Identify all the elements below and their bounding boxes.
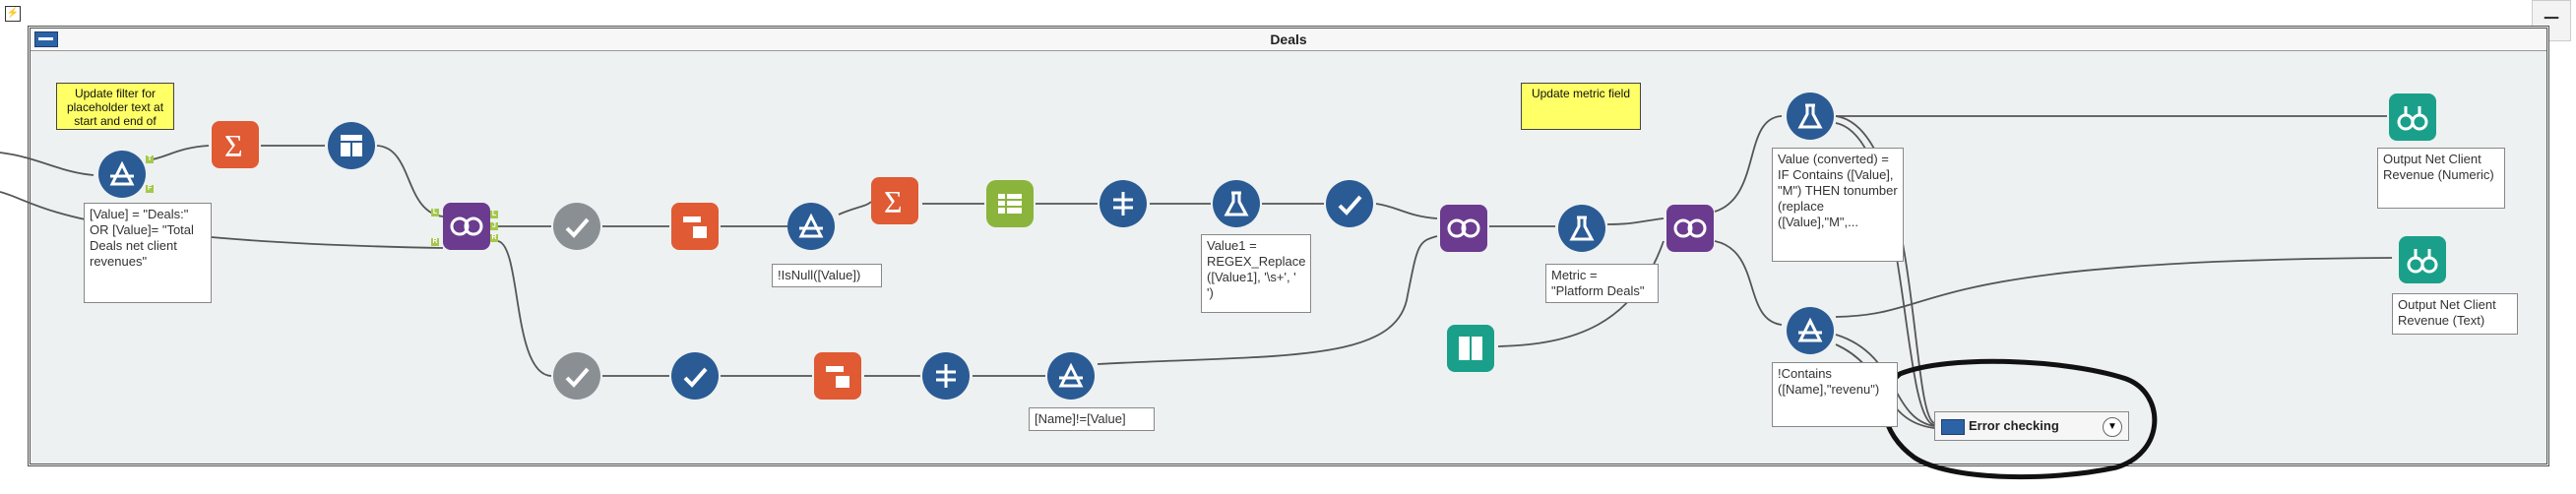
text-to-columns-tool-1[interactable] — [671, 203, 719, 250]
anchor-left[interactable]: L — [431, 209, 439, 216]
crosstab-tool[interactable] — [328, 122, 375, 169]
sample-tool-3[interactable] — [553, 352, 600, 400]
filter-icon — [798, 213, 824, 238]
select-tool-1[interactable] — [1100, 180, 1147, 227]
anchor-false[interactable]: F — [146, 185, 154, 193]
lightning-icon: ⚡ — [5, 6, 21, 22]
anchor-left-out[interactable]: L — [490, 211, 498, 218]
dropdown-icon[interactable]: ▼ — [2103, 417, 2122, 437]
text-input-tool[interactable] — [1447, 325, 1494, 372]
anchor-true[interactable]: T — [146, 155, 154, 163]
filter-tool-4[interactable] — [1787, 307, 1834, 354]
text-to-columns-tool-2[interactable] — [814, 352, 861, 400]
annotation-filter-1: [Value] = "Deals:" OR [Value]= "Total De… — [84, 203, 212, 303]
checkmark-icon — [1338, 195, 1362, 216]
formula-icon — [1797, 103, 1823, 129]
transpose-tool[interactable] — [986, 180, 1034, 227]
summarize-tool-2[interactable]: Σ — [871, 177, 918, 224]
annotation-formula-regex: Value1 = REGEX_Replace ([Value1], '\s+',… — [1201, 234, 1311, 313]
summarize-icon: Σ — [224, 128, 243, 163]
select-icon — [1113, 192, 1133, 216]
annotation-filter-3: [Name]!=[Value] — [1029, 407, 1155, 431]
sample-icon — [565, 217, 590, 238]
text-to-columns-icon — [826, 366, 849, 388]
annotation-formula-metric: Metric = "Platform Deals" — [1545, 264, 1659, 303]
filter-icon — [1797, 317, 1823, 342]
browse-tool-numeric[interactable] — [2389, 93, 2436, 141]
container-header[interactable]: Deals — [31, 29, 2546, 51]
transpose-icon — [998, 194, 1022, 214]
join-icon — [1447, 218, 1480, 238]
browse-icon — [2407, 249, 2438, 274]
filter-icon — [109, 160, 135, 186]
svg-text:Σ: Σ — [224, 128, 243, 163]
annotation-output-numeric: Output Net Client Revenue (Numeric) — [2377, 148, 2505, 209]
formula-tool-regex[interactable] — [1213, 180, 1260, 227]
browse-tool-text[interactable] — [2399, 236, 2446, 283]
error-checking-label: Error checking — [1969, 418, 2059, 433]
container-icon — [34, 31, 58, 47]
formula-icon — [1224, 191, 1249, 216]
filter-icon — [1058, 362, 1084, 388]
crosstab-icon — [341, 135, 362, 156]
sample-icon — [565, 367, 590, 388]
browse-icon — [2397, 106, 2428, 131]
anchor-right[interactable]: R — [431, 238, 439, 246]
text-input-icon — [1459, 337, 1482, 360]
sample-tool-2[interactable] — [1326, 180, 1373, 227]
join-tool-3[interactable] — [1666, 205, 1714, 252]
error-checking-container[interactable]: Error checking ▼ — [1934, 411, 2129, 441]
summarize-icon: Σ — [884, 184, 903, 219]
comment-update-metric[interactable]: Update metric field — [1521, 83, 1641, 130]
annotation-formula-value: Value (converted) = IF Contains ([Value]… — [1772, 148, 1904, 262]
anchor-right-out[interactable]: R — [490, 234, 498, 242]
formula-tool-metric[interactable] — [1558, 205, 1605, 252]
sample-tool-1[interactable] — [553, 203, 600, 250]
select-tool-3[interactable] — [922, 352, 970, 400]
checkmark-icon — [683, 367, 708, 388]
formula-icon — [1569, 216, 1595, 241]
anchor-join-out[interactable]: J — [490, 222, 498, 230]
join-icon — [1673, 218, 1707, 238]
join-tool-1[interactable] — [443, 203, 490, 250]
annotation-filter-2: !IsNull([Value]) — [772, 264, 882, 287]
select-icon — [936, 364, 956, 388]
annotation-output-text: Output Net Client Revenue (Text) — [2392, 293, 2518, 335]
svg-text:Σ: Σ — [884, 184, 903, 219]
summarize-tool-1[interactable]: Σ — [212, 121, 259, 168]
annotation-filter-4: !Contains ([Name],"revenu") — [1772, 362, 1898, 427]
filter-tool-3[interactable] — [1047, 352, 1095, 400]
filter-tool-2[interactable] — [787, 203, 835, 250]
container-icon — [1941, 419, 1965, 435]
filter-tool-1[interactable] — [98, 151, 146, 198]
join-tool-2[interactable] — [1440, 205, 1487, 252]
container-title: Deals — [1270, 31, 1307, 47]
text-to-columns-icon — [683, 216, 707, 238]
comment-update-filter[interactable]: Update filter for placeholder text at st… — [56, 83, 174, 130]
hand-drawn-circle — [1882, 358, 2158, 480]
select-tool-2[interactable] — [671, 352, 719, 400]
join-icon — [450, 216, 483, 236]
formula-tool-value[interactable] — [1787, 93, 1834, 140]
